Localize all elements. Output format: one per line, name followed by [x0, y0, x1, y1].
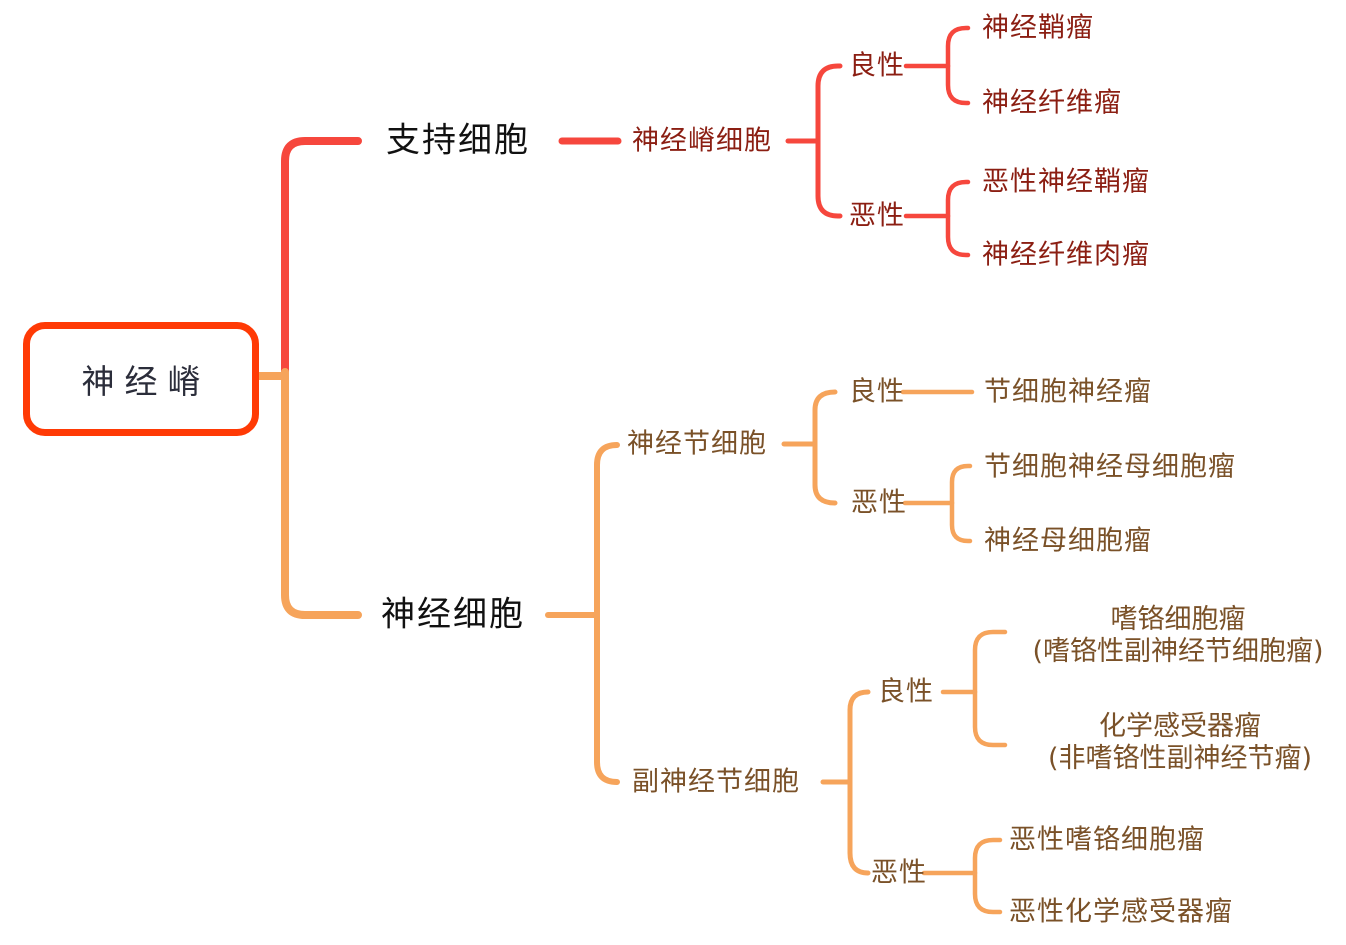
leaf-malignant-schwannoma[interactable]: 恶性神经鞘瘤: [982, 166, 1150, 198]
leaf-neuroblastoma[interactable]: 神经母细胞瘤: [984, 525, 1152, 557]
node-malignant-support[interactable]: 恶性: [849, 200, 905, 232]
node-supporting-cells[interactable]: 支持细胞: [386, 120, 530, 161]
leaf-ganglioneuroma[interactable]: 节细胞神经瘤: [984, 376, 1152, 408]
node-malignant-paraganglion[interactable]: 恶性: [871, 857, 927, 889]
leaf-neurofibroma[interactable]: 神经纤维瘤: [982, 87, 1122, 119]
leaf-ganglioneuroblastoma[interactable]: 节细胞神经母细胞瘤: [984, 451, 1236, 483]
leaf-schwannoma[interactable]: 神经鞘瘤: [982, 12, 1094, 44]
node-benign-ganglion[interactable]: 良性: [849, 376, 905, 408]
leaf-malignant-pheochromocytoma[interactable]: 恶性嗜铬细胞瘤: [1009, 824, 1205, 856]
node-malignant-ganglion[interactable]: 恶性: [851, 487, 907, 519]
leaf-chemodectoma-line1: 化学感受器瘤: [1099, 711, 1261, 742]
root-node[interactable]: 神经嵴: [23, 322, 259, 436]
leaf-chemodectoma[interactable]: 化学感受器瘤 (非嗜铬性副神经节瘤): [1020, 711, 1340, 775]
leaf-chemodectoma-line2: (非嗜铬性副神经节瘤): [1047, 743, 1313, 774]
leaf-neurofibrosarcoma[interactable]: 神经纤维肉瘤: [982, 239, 1150, 271]
leaf-pheochromocytoma[interactable]: 嗜铬细胞瘤 (嗜铬性副神经节细胞瘤): [1018, 604, 1338, 668]
node-benign-support[interactable]: 良性: [849, 50, 905, 82]
root-node-label: 神经嵴: [81, 362, 211, 401]
node-neural-crest-cells[interactable]: 神经嵴细胞: [632, 125, 772, 157]
leaf-pheochromocytoma-line2: (嗜铬性副神经节细胞瘤): [1032, 636, 1324, 667]
leaf-pheochromocytoma-line1: 嗜铬细胞瘤: [1110, 604, 1246, 635]
leaf-malignant-chemodectoma[interactable]: 恶性化学感受器瘤: [1009, 896, 1233, 928]
node-ganglion-cells[interactable]: 神经节细胞: [627, 428, 767, 460]
node-paraganglion-cells[interactable]: 副神经节细胞: [632, 766, 800, 798]
node-benign-paraganglion[interactable]: 良性: [878, 676, 934, 708]
node-nerve-cells[interactable]: 神经细胞: [381, 594, 525, 635]
